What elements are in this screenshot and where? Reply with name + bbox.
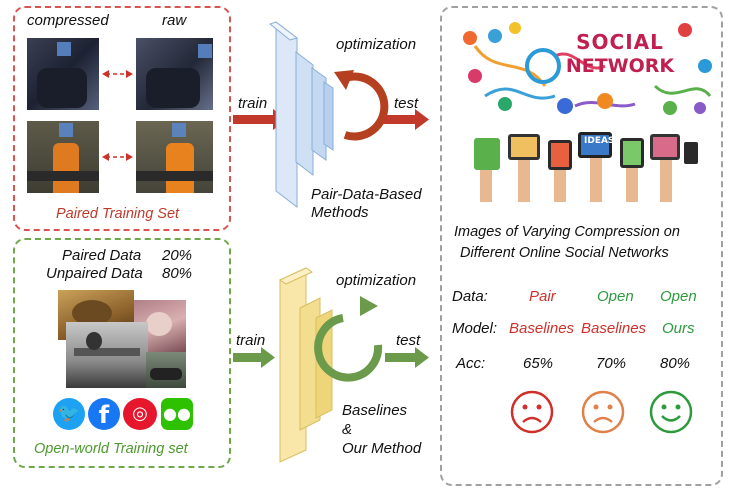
photo-compressed-riot bbox=[27, 38, 99, 110]
col2-acc: 70% bbox=[596, 355, 627, 372]
devices-illustration bbox=[468, 130, 700, 202]
sad-face-icon bbox=[510, 390, 554, 434]
top-test-arrow bbox=[383, 109, 429, 130]
row-label-data: Data: bbox=[452, 288, 488, 305]
pair-method-line1: Pair-Data-Based bbox=[311, 186, 422, 203]
bottom-optimization-arrow bbox=[314, 296, 383, 382]
col3-model: Ours bbox=[662, 320, 695, 337]
bottom-test-label: test bbox=[396, 332, 421, 349]
photo-raw-orange bbox=[136, 121, 213, 193]
caption-line1: Images of Varying Compression on bbox=[454, 224, 680, 240]
bottom-train-arrow bbox=[233, 347, 275, 368]
facebook-icon: f bbox=[88, 398, 120, 430]
row-label-acc: Acc: bbox=[456, 355, 486, 372]
paired-data-label: Paired Data bbox=[62, 247, 142, 264]
raw-label: raw bbox=[162, 12, 187, 29]
openworld-training-box bbox=[13, 238, 231, 468]
sad-face-icon bbox=[581, 390, 625, 434]
top-test-label: test bbox=[394, 95, 419, 112]
social-network-badge: SOCIAL NETWORK bbox=[565, 30, 675, 82]
unpaired-data-label: Unpaired Data bbox=[46, 265, 143, 282]
col3-acc: 80% bbox=[660, 355, 691, 372]
results-box bbox=[440, 6, 723, 486]
photo-raw-riot bbox=[136, 38, 213, 110]
pair-network-blocks bbox=[268, 20, 334, 209]
bottom-optimization-label: optimization bbox=[336, 272, 417, 289]
photo-compressed-orange bbox=[27, 121, 99, 193]
openworld-set-label: Open-world Training set bbox=[34, 441, 188, 457]
open-method-line2: & bbox=[342, 421, 353, 438]
happy-face-icon bbox=[649, 390, 693, 434]
weibo-icon: ◎ bbox=[123, 398, 157, 430]
open-method-line1: Baselines bbox=[342, 402, 408, 419]
paired-training-box bbox=[13, 6, 231, 231]
compressed-label: compressed bbox=[27, 12, 109, 29]
col2-data: Open bbox=[597, 288, 634, 305]
open-method-line3: Our Method bbox=[342, 440, 422, 457]
social-word: SOCIAL bbox=[576, 30, 664, 54]
caption-line2: Different Online Social Networks bbox=[460, 245, 669, 261]
col1-acc: 65% bbox=[523, 355, 554, 372]
wechat-icon: ●● bbox=[161, 398, 193, 430]
col1-model: Baselines bbox=[509, 320, 575, 337]
photo-car bbox=[146, 352, 186, 388]
network-word: NETWORK bbox=[565, 55, 675, 77]
bottom-train-label: train bbox=[236, 332, 266, 349]
bottom-test-arrow bbox=[385, 347, 429, 368]
col1-data: Pair bbox=[529, 288, 556, 305]
pair-method-line2: Methods bbox=[311, 204, 369, 221]
unpaired-data-pct: 80% bbox=[162, 265, 193, 282]
col3-data: Open bbox=[660, 288, 697, 305]
photo-office bbox=[66, 322, 148, 388]
twitter-icon: 🐦 bbox=[53, 398, 85, 430]
top-optimization-arrow bbox=[334, 70, 389, 141]
paired-data-pct: 20% bbox=[162, 247, 193, 264]
top-optimization-label: optimization bbox=[336, 36, 417, 53]
row-label-model: Model: bbox=[452, 320, 498, 337]
col2-model: Baselines bbox=[581, 320, 647, 337]
top-train-label: train bbox=[238, 95, 268, 112]
ideas-tag: IDEAS bbox=[584, 136, 615, 146]
paired-set-label: Paired Training Set bbox=[56, 206, 180, 222]
social-network-illustration bbox=[455, 16, 715, 120]
